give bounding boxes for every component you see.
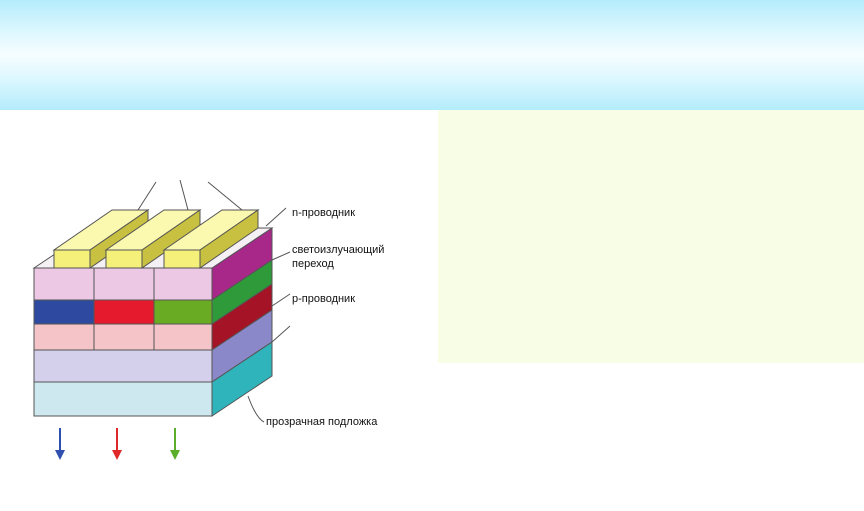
header-band [0, 0, 864, 110]
label-emitting-junction-line2: переход [292, 258, 334, 270]
front-cell-blue [33, 299, 95, 325]
label-emitting-junction-line1: светоизлучающий [292, 244, 384, 256]
front-cell-pink-2 [93, 267, 155, 301]
led-structure-svg: n-проводник светоизлучающий переход p-пр… [32, 179, 384, 460]
blue-light-arrow [55, 428, 65, 460]
electrode-3 [162, 209, 260, 269]
label-p-conductor: p-проводник [292, 293, 355, 305]
front-substrate [33, 381, 213, 417]
front-lavender-layer [33, 349, 213, 383]
front-cell-salmon-1 [33, 323, 95, 351]
led-structure-diagram: n-проводник светоизлучающий переход p-пр… [0, 110, 420, 511]
front-cell-green [153, 299, 213, 325]
electrode-1 [52, 209, 150, 269]
electrode-wires [137, 179, 243, 211]
label-n-conductor: n-проводник [292, 207, 355, 219]
green-light-arrow [170, 428, 180, 460]
note-panel [438, 110, 864, 363]
front-cell-pink-1 [33, 267, 95, 301]
front-cell-salmon-3 [153, 323, 213, 351]
leader-lines [247, 207, 291, 423]
red-light-arrow [112, 428, 122, 460]
front-cell-pink-3 [153, 267, 213, 301]
electrode-2 [104, 209, 202, 269]
front-cell-salmon-2 [93, 323, 155, 351]
label-transparent-substrate: прозрачная подложка [266, 416, 378, 428]
front-cell-red [93, 299, 155, 325]
